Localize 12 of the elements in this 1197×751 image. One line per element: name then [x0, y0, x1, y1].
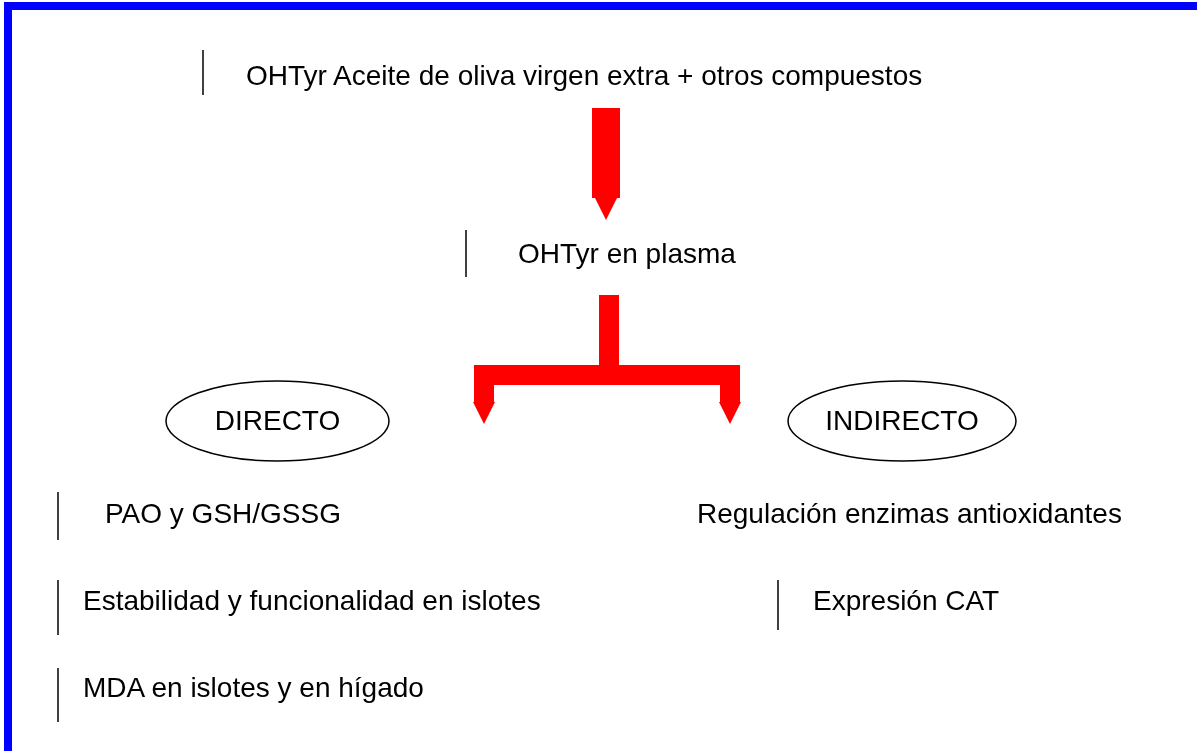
- text-label: OHTyr en plasma: [518, 238, 736, 269]
- text-label: Estabilidad y funcionalidad en islotes: [83, 585, 541, 616]
- text-label: Regulación enzimas antioxidantes: [697, 498, 1122, 529]
- ellipse-node: [787, 380, 1017, 462]
- text-label: OHTyr Aceite de oliva virgen extra + otros compuestos: [246, 60, 923, 91]
- ellipse-label: DIRECTO: [214, 405, 341, 437]
- ellipse-label: INDIRECTO: [825, 405, 979, 437]
- ellipse-node: [165, 380, 390, 462]
- text-label: Expresión CAT: [813, 585, 1000, 616]
- text-label: PAO y GSH/GSSG: [105, 498, 341, 529]
- text-label: MDA en islotes y en hígado: [83, 672, 424, 703]
- arrow: [592, 108, 620, 220]
